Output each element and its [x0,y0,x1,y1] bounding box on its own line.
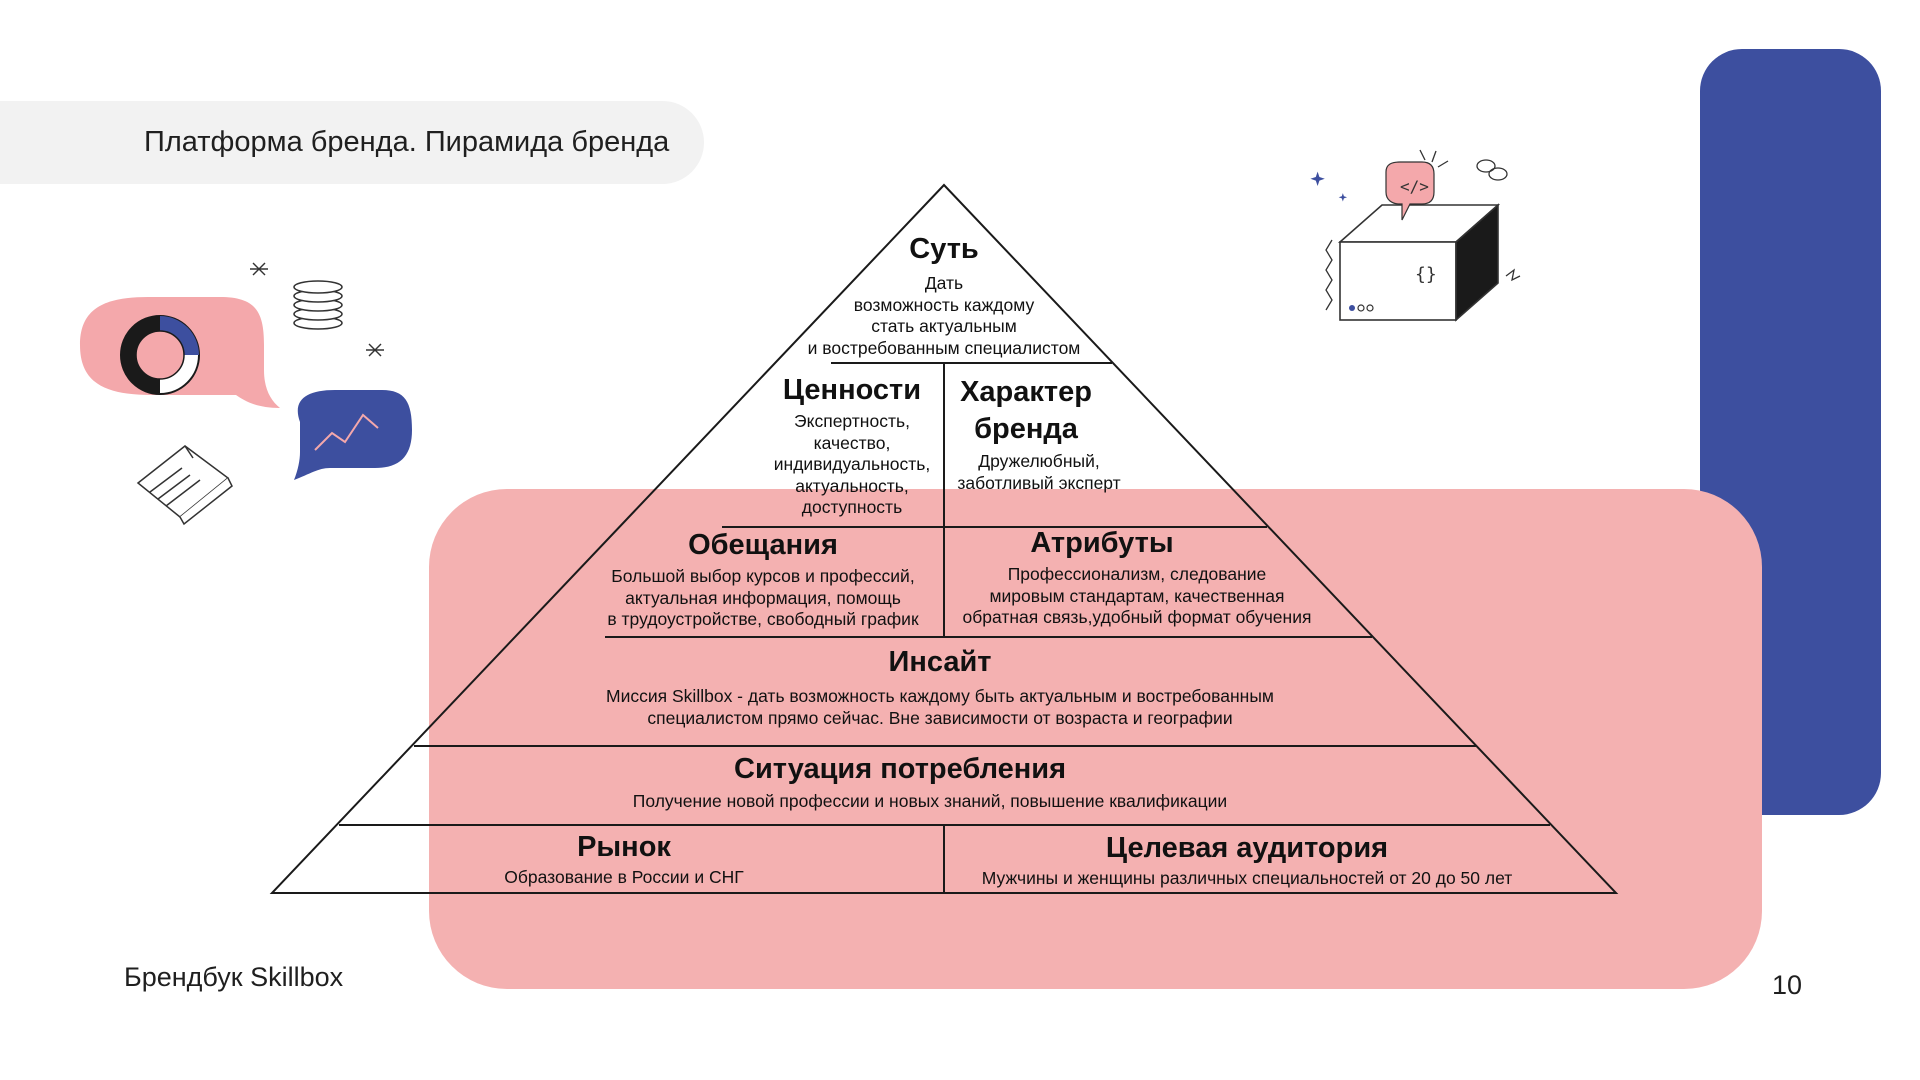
pink-decor-block [429,489,1762,989]
speech-bubble-line-chart-icon [294,390,412,480]
essence-text: Дать возможность каждому стать актуальны… [807,273,1081,358]
insight-text: Миссия Skillbox - дать возможность каждо… [606,686,1274,728]
insight-title: Инсайт [888,646,992,678]
coin-stack-icon [293,280,343,330]
open-book-icon [136,445,233,526]
promises-text: Большой выбор курсов и профессий, актуал… [607,566,919,629]
values-text: Экспертность, качество, индивидуальность… [773,411,931,517]
speech-bubble-donut-chart-icon [80,297,280,408]
consumption-text: Получение новой профессии и новых знаний… [632,791,1228,811]
title-pill [0,101,704,184]
values-title: Ценности [782,374,922,406]
footer-brand: Брендбук Skillbox [124,962,344,992]
essence-title: Суть [909,233,979,265]
character-text: Дружелюбный, заботливый эксперт [957,451,1121,493]
svg-text:</>: </> [1400,177,1429,196]
audience-text: Мужчины и женщины различных специальност… [981,868,1513,888]
code-box-icon: </> {} [1310,149,1521,322]
market-text: Образование в России и СНГ [504,867,744,887]
character-title: Характер бренда [960,376,1092,445]
page-title: Платформа бренда. Пирамида бренда [144,126,670,158]
sparkle-icon [250,262,384,357]
promises-title: Обещания [688,529,838,561]
svg-text:{}: {} [1415,264,1437,285]
market-title: Рынок [577,831,671,863]
attributes-title: Атрибуты [1030,527,1174,559]
page-number: 10 [1772,970,1803,1000]
consumption-title: Ситуация потребления [734,753,1066,785]
attributes-text: Профессионализм, следование мировым стан… [962,564,1312,627]
left-illustration-group [80,262,412,526]
audience-title: Целевая аудитория [1105,832,1389,864]
